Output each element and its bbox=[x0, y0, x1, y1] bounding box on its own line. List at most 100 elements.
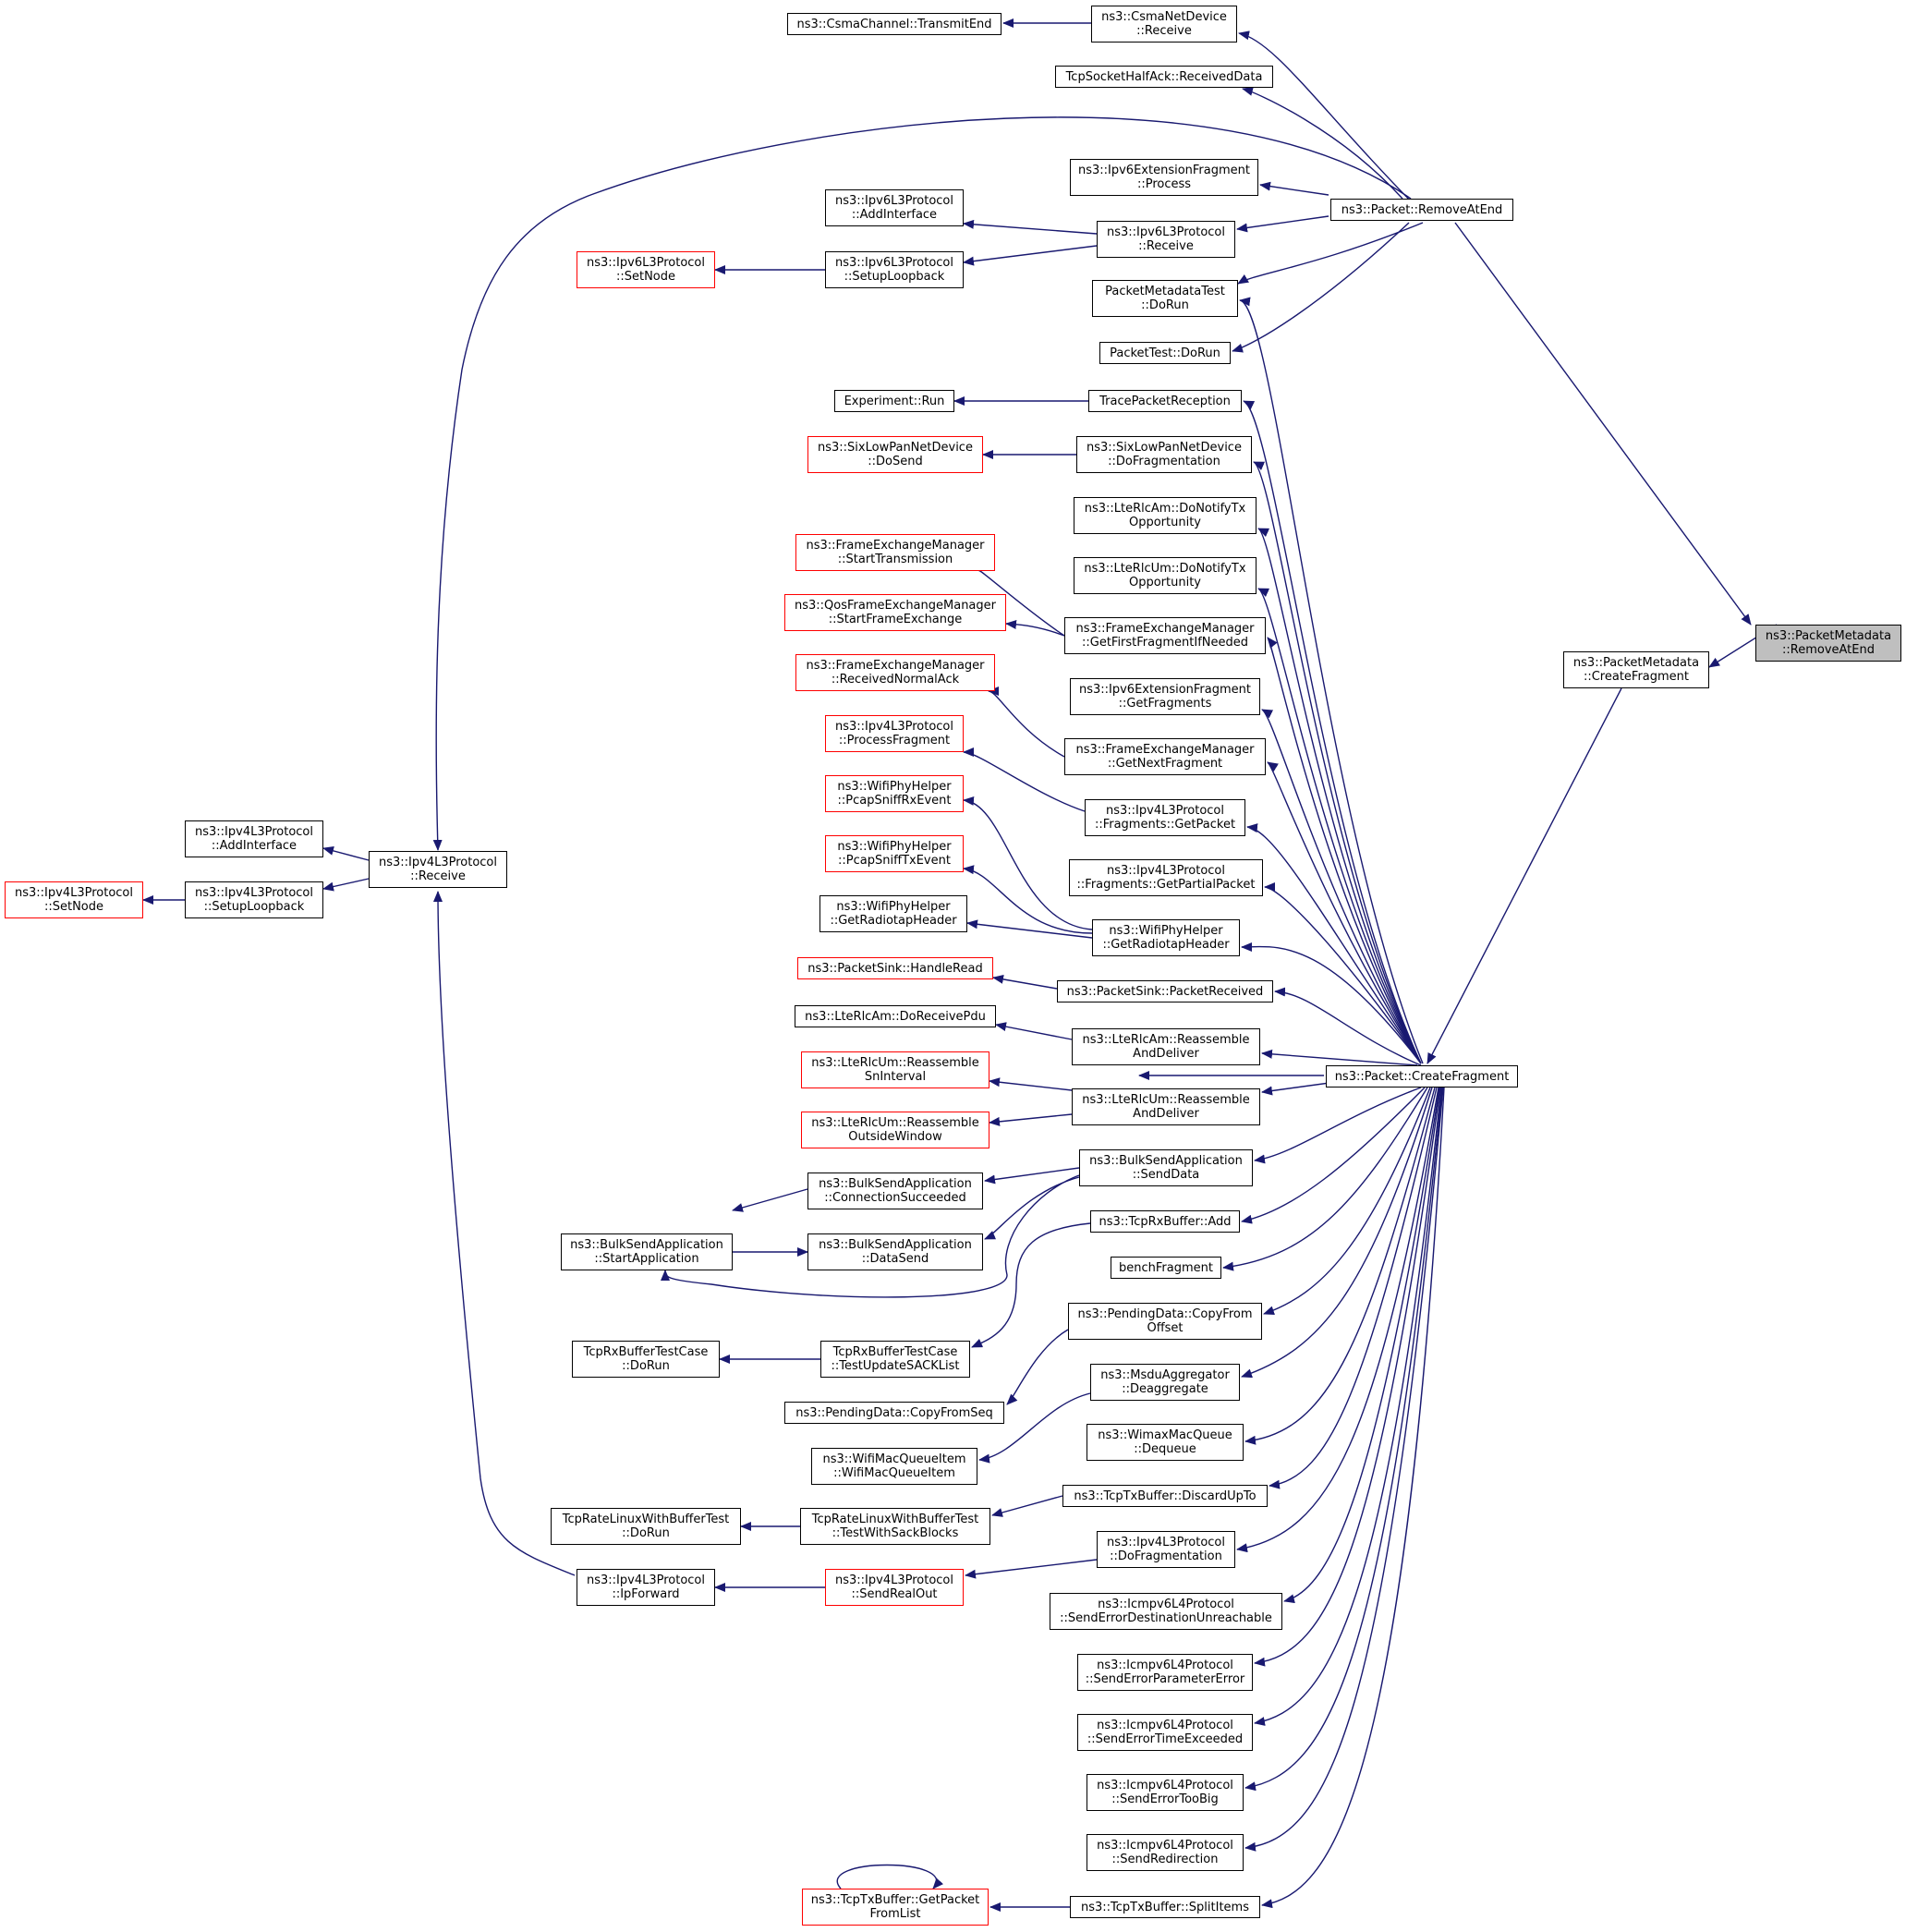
node-n67[interactable]: ns3::Icmpv6L4Protocol::SendErrorTooBig bbox=[1087, 1774, 1244, 1811]
node-n14[interactable]: ns3::SixLowPanNetDevice::DoSend bbox=[807, 436, 983, 473]
node-n11[interactable]: PacketTest::DoRun bbox=[1099, 342, 1231, 364]
call-edge bbox=[1257, 528, 1422, 1064]
node-n31[interactable]: ns3::Ipv4L3Protocol::SetNode bbox=[5, 881, 143, 918]
node-n3[interactable]: TcpSocketHalfAck::ReceivedData bbox=[1055, 66, 1273, 88]
node-n9[interactable]: ns3::Ipv6L3Protocol::SetupLoopback bbox=[825, 251, 964, 288]
node-n10[interactable]: PacketMetadataTest::DoRun bbox=[1092, 280, 1238, 317]
node-n55[interactable]: ns3::PendingData::CopyFromSeq bbox=[784, 1402, 1004, 1424]
node-n48[interactable]: ns3::TcpRxBuffer::Add bbox=[1090, 1210, 1240, 1233]
call-edge bbox=[1243, 400, 1422, 1064]
node-n56[interactable]: ns3::WimaxMacQueue::Dequeue bbox=[1087, 1424, 1244, 1461]
call-edge bbox=[1253, 461, 1422, 1064]
call-edge bbox=[1261, 1049, 1418, 1066]
call-edge bbox=[966, 919, 1093, 939]
node-label: ::ConnectionSucceeded bbox=[824, 1191, 966, 1205]
node-n7[interactable]: ns3::Ipv6L3Protocol::Receive bbox=[1097, 221, 1235, 258]
node-n20[interactable]: ns3::FrameExchangeManager::GetFirstFragm… bbox=[1064, 617, 1266, 654]
node-n42[interactable]: ns3::Packet::CreateFragment bbox=[1326, 1065, 1518, 1088]
call-edge bbox=[1264, 882, 1422, 1064]
call-edge bbox=[732, 1188, 808, 1212]
node-label: ::SendErrorTooBig bbox=[1111, 1792, 1219, 1806]
node-n39[interactable]: ns3::LteRlcAm::DoReceivePdu bbox=[795, 1005, 996, 1027]
node-n60[interactable]: TcpRateLinuxWithBufferTest::TestWithSack… bbox=[800, 1508, 990, 1545]
node-n29[interactable]: ns3::Ipv4L3Protocol::AddInterface bbox=[185, 820, 323, 857]
node-n62[interactable]: ns3::Ipv4L3Protocol::IpForward bbox=[577, 1569, 715, 1606]
node-label: ::SendErrorParameterError bbox=[1085, 1672, 1245, 1686]
call-edge bbox=[995, 1022, 1073, 1040]
node-n50[interactable]: benchFragment bbox=[1111, 1257, 1221, 1279]
node-label: ns3::Icmpv6L4Protocol bbox=[1097, 1719, 1233, 1732]
call-edge bbox=[1426, 687, 1622, 1064]
node-label: ns3::Ipv6L3Protocol bbox=[835, 256, 953, 270]
call-edge bbox=[1222, 1087, 1428, 1271]
node-n24[interactable]: ns3::Ipv6ExtensionFragment::GetFragments bbox=[1070, 678, 1260, 715]
node-n4[interactable]: ns3::Ipv6ExtensionFragment::Process bbox=[1070, 159, 1258, 196]
node-label: ::SendData bbox=[1132, 1168, 1200, 1182]
node-n53[interactable]: TcpRxBufferTestCase::TestUpdateSACKList bbox=[820, 1341, 970, 1378]
node-label: ns3::WifiPhyHelper bbox=[837, 840, 952, 854]
node-n70[interactable]: ns3::TcpTxBuffer::SplitItems bbox=[1070, 1896, 1260, 1918]
node-label: ns3::FrameExchangeManager bbox=[806, 659, 985, 673]
node-n58[interactable]: ns3::TcpTxBuffer::DiscardUpTo bbox=[1062, 1485, 1268, 1507]
node-n15[interactable]: ns3::SixLowPanNetDevice::DoFragmentation bbox=[1076, 436, 1252, 473]
node-label: ns3::Icmpv6L4Protocol bbox=[1098, 1598, 1234, 1611]
node-n61[interactable]: ns3::Ipv4L3Protocol::DoFragmentation bbox=[1097, 1531, 1235, 1568]
node-n52[interactable]: TcpRxBufferTestCase::DoRun bbox=[572, 1341, 720, 1378]
call-edge bbox=[1237, 222, 1424, 285]
node-n26[interactable]: ns3::FrameExchangeManager::GetNextFragme… bbox=[1064, 738, 1266, 775]
call-edge bbox=[1005, 620, 1065, 637]
node-n54[interactable]: ns3::MsduAggregator::Deaggregate bbox=[1090, 1364, 1240, 1401]
node-n1[interactable]: ns3::CsmaNetDevice::Receive bbox=[1091, 6, 1237, 43]
node-n32[interactable]: ns3::Ipv4L3Protocol::SetupLoopback bbox=[185, 881, 323, 918]
node-n64[interactable]: ns3::Icmpv6L4Protocol::SendErrorDestinat… bbox=[1050, 1593, 1282, 1630]
node-n65[interactable]: ns3::Icmpv6L4Protocol::SendErrorParamete… bbox=[1077, 1654, 1253, 1691]
node-label: ::PcapSniffTxEvent bbox=[838, 854, 951, 868]
node-label: ns3::TcpTxBuffer::GetPacket bbox=[810, 1893, 980, 1907]
node-n22[interactable]: ns3::PacketMetadata::CreateFragment bbox=[1563, 651, 1709, 688]
node-n36[interactable]: ns3::WifiPhyHelper::GetRadiotapHeader bbox=[1092, 919, 1240, 956]
node-label: ::GetNextFragment bbox=[1107, 757, 1223, 771]
node-n38[interactable]: ns3::PacketSink::PacketReceived bbox=[1057, 980, 1273, 1002]
node-n8[interactable]: ns3::Ipv6L3Protocol::SetNode bbox=[577, 251, 715, 288]
node-n30[interactable]: ns3::Ipv4L3Protocol::Receive bbox=[369, 851, 507, 888]
node-n57[interactable]: ns3::WifiMacQueueItem::WifiMacQueueItem bbox=[811, 1448, 977, 1485]
node-n12[interactable]: Experiment::Run bbox=[834, 390, 954, 412]
node-n33[interactable]: ns3::WifiPhyHelper::PcapSniffTxEvent bbox=[825, 835, 964, 872]
node-n19[interactable]: ns3::QosFrameExchangeManager::StartFrame… bbox=[784, 594, 1006, 631]
node-label: ns3::Ipv4L3Protocol bbox=[835, 1574, 953, 1587]
node-n28[interactable]: ns3::Ipv4L3Protocol::Fragments::GetPacke… bbox=[1085, 799, 1245, 836]
node-n59[interactable]: TcpRateLinuxWithBufferTest::DoRun bbox=[551, 1508, 741, 1545]
node-label: ns3::WifiMacQueueItem bbox=[822, 1452, 966, 1466]
node-n23[interactable]: ns3::FrameExchangeManager::ReceivedNorma… bbox=[795, 654, 995, 691]
node-n35[interactable]: ns3::WifiPhyHelper::GetRadiotapHeader bbox=[819, 895, 967, 932]
node-n5[interactable]: ns3::Packet::RemoveAtEnd bbox=[1330, 199, 1513, 221]
node-n34[interactable]: ns3::Ipv4L3Protocol::Fragments::GetParti… bbox=[1069, 859, 1263, 896]
node-n68[interactable]: ns3::Icmpv6L4Protocol::SendRedirection bbox=[1087, 1834, 1244, 1871]
node-label: ns3::Ipv4L3Protocol bbox=[379, 856, 497, 869]
node-n45[interactable]: ns3::BulkSendApplication::SendData bbox=[1079, 1149, 1253, 1186]
node-n63[interactable]: ns3::Ipv4L3Protocol::SendRealOut bbox=[825, 1569, 964, 1606]
node-n27[interactable]: ns3::WifiPhyHelper::PcapSniffRxEvent bbox=[825, 775, 964, 812]
node-label: ::Deaggregate bbox=[1122, 1382, 1208, 1396]
call-edge bbox=[322, 878, 370, 892]
node-n6[interactable]: ns3::Ipv6L3Protocol::AddInterface bbox=[825, 189, 964, 226]
node-n13[interactable]: TracePacketReception bbox=[1088, 390, 1242, 412]
node-n66[interactable]: ns3::Icmpv6L4Protocol::SendErrorTimeExce… bbox=[1077, 1714, 1253, 1751]
node-n2[interactable]: ns3::CsmaChannel::TransmitEnd bbox=[787, 13, 1002, 35]
call-edge bbox=[988, 687, 1065, 758]
node-n25[interactable]: ns3::Ipv4L3Protocol::ProcessFragment bbox=[825, 715, 964, 752]
node-n17[interactable]: ns3::FrameExchangeManager::StartTransmis… bbox=[795, 534, 995, 571]
node-n49[interactable]: ns3::BulkSendApplication::DataSend bbox=[807, 1233, 983, 1270]
node-n21[interactable]: ns3::PacketMetadata::RemoveAtEnd bbox=[1755, 625, 1901, 662]
node-n46[interactable]: ns3::BulkSendApplication::ConnectionSucc… bbox=[807, 1173, 983, 1209]
node-n47[interactable]: ns3::BulkSendApplication::StartApplicati… bbox=[561, 1233, 733, 1270]
node-n37[interactable]: ns3::PacketSink::HandleRead bbox=[797, 957, 993, 979]
